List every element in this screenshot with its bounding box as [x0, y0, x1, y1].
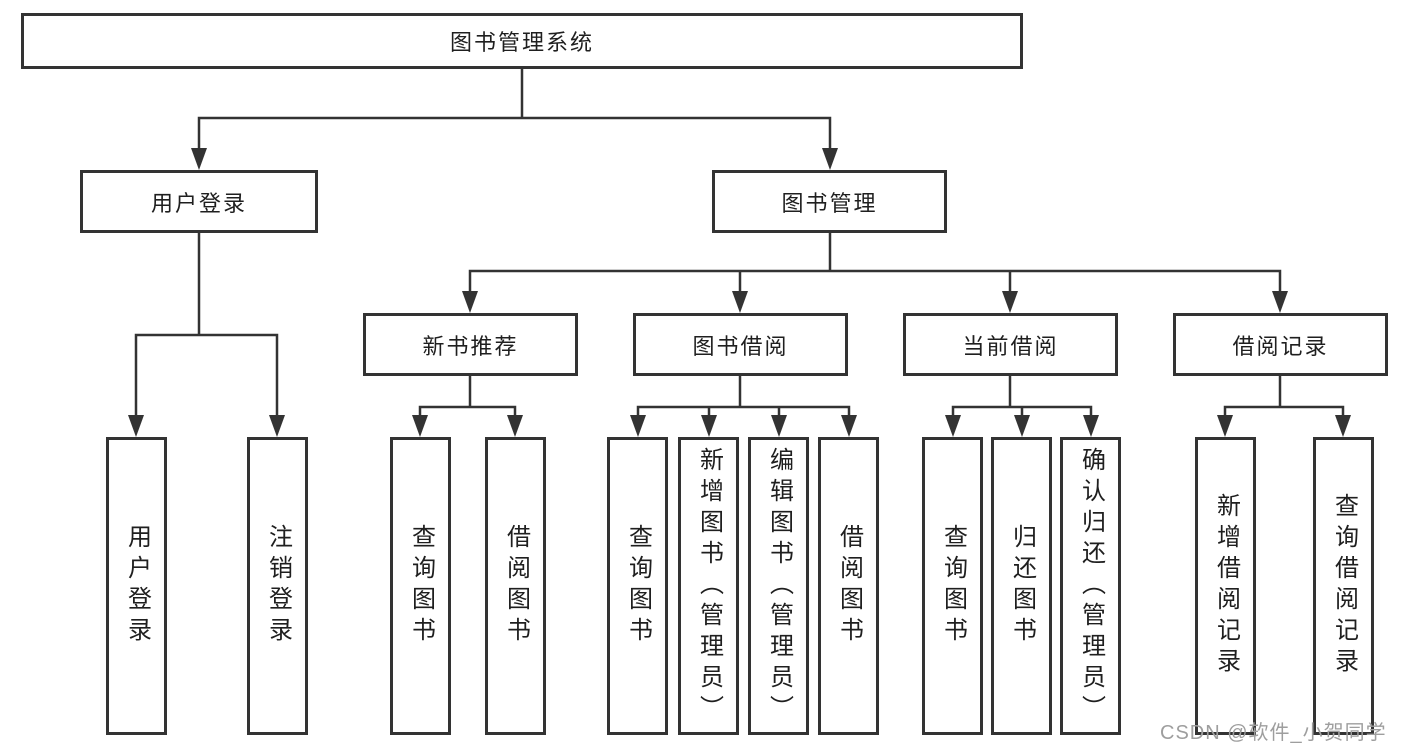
node-library-management-system: 图书管理系统: [21, 13, 1023, 69]
leaf-return-books: 归还图书: [991, 437, 1052, 735]
arrowhead-icons: [128, 148, 1351, 437]
leaf-label: 注销登录: [264, 524, 292, 648]
leaf-add-books-admin: 新增图书（管理员）: [678, 437, 739, 735]
leaf-borrow-books-recommend: 借阅图书: [485, 437, 546, 735]
node-label: 当前借阅: [962, 333, 1059, 359]
leaf-logout: 注销登录: [247, 437, 308, 735]
node-borrowing-records: 借阅记录: [1173, 313, 1388, 376]
node-book-management: 图书管理: [712, 170, 947, 233]
leaf-label: 借阅图书: [502, 524, 530, 648]
leaf-label: 归还图书: [1008, 524, 1036, 648]
node-label: 图书管理系统: [449, 30, 594, 55]
node-current-borrowing: 当前借阅: [903, 313, 1118, 376]
node-label: 新书推荐: [422, 333, 519, 359]
leaf-query-books-borrowing: 查询图书: [607, 437, 668, 735]
leaf-user-login: 用户登录: [106, 437, 167, 735]
leaf-label: 确认归还（管理员）: [1077, 446, 1105, 726]
leaf-query-borrow-record: 查询借阅记录: [1313, 437, 1374, 735]
leaf-label: 编辑图书（管理员）: [765, 446, 793, 726]
node-label: 用户登录: [150, 190, 247, 216]
leaf-label: 新增图书（管理员）: [695, 446, 723, 726]
leaf-add-borrow-record: 新增借阅记录: [1195, 437, 1256, 735]
leaf-query-books-recommend: 查询图书: [390, 437, 451, 735]
leaf-label: 借阅图书: [835, 524, 863, 648]
node-book-borrowing: 图书借阅: [633, 313, 848, 376]
leaf-confirm-return-admin: 确认归还（管理员）: [1060, 437, 1121, 735]
tree-edges: [134, 67, 1345, 420]
leaf-edit-books-admin: 编辑图书（管理员）: [748, 437, 809, 735]
leaf-label: 新增借阅记录: [1212, 493, 1240, 679]
leaf-label: 查询借阅记录: [1330, 493, 1358, 679]
leaf-label: 查询图书: [939, 524, 967, 648]
leaf-query-books-current: 查询图书: [922, 437, 983, 735]
leaf-label: 用户登录: [123, 524, 151, 648]
csdn-watermark: CSDN @软件_小贺同学: [1160, 722, 1387, 744]
leaf-label: 查询图书: [407, 524, 435, 648]
node-user-login: 用户登录: [80, 170, 318, 233]
node-label: 图书管理: [781, 190, 878, 216]
node-label: 借阅记录: [1232, 333, 1329, 359]
node-new-book-recommendation: 新书推荐: [363, 313, 578, 376]
leaf-borrow-books: 借阅图书: [818, 437, 879, 735]
node-label: 图书借阅: [692, 333, 789, 359]
leaf-label: 查询图书: [624, 524, 652, 648]
